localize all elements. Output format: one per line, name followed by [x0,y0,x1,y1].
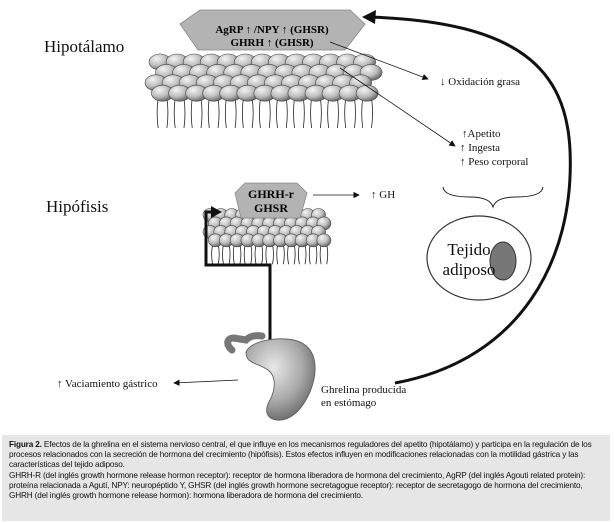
membrane-tail [304,244,307,265]
membrane-tail [166,97,169,129]
membrane-tail [217,97,220,129]
membrane-tail [272,244,274,265]
membrane-tail [293,97,295,129]
membrane-tail [239,244,242,265]
stomach-label: Ghrelina producida en estómago [321,384,406,410]
membrane-tail [315,244,318,265]
membrane-tail [308,244,311,265]
membrane-tail [211,244,214,265]
membrane-tail [224,97,227,129]
pituitary-receptor-line1: GHRH-r [248,187,295,201]
arrow-stomach-to-pituitary-head [211,206,222,218]
label-pituitary: Hipófisis [46,197,109,216]
hypothalamus-receptor-box [179,9,366,51]
effect-body-weight: ↑ Peso corporal [460,156,529,168]
membrane-tail [200,97,203,129]
stomach-label-line2: en estómago [321,397,377,409]
arrow-stomach-to-pituitary [204,210,272,340]
membrane-tail [287,244,289,265]
membrane-tail [232,244,235,265]
membrane-tail [293,244,296,265]
hypothalamus-membrane-cells [144,53,383,102]
effect-gastric-emptying: ↑ Vaciamiento gástrico [57,378,158,390]
effect-fat-oxidation: ↓ Oxidación grasa [440,76,521,88]
brace [442,186,544,209]
membrane-tail [265,244,268,265]
hypothalamus-receptor-line2: GHRH ↑ (GHSR) [230,37,313,49]
adipose-label-line1: Tejido [447,240,491,259]
curved-arrow-head [362,10,376,24]
caption-abbreviations: GHRH-R (del inglés growth hormone releas… [9,470,586,501]
caption-text: Efectos de la ghrelina en el sistema ner… [9,440,592,470]
pituitary-receptor-box [234,182,308,219]
membrane-tail [282,244,285,265]
membrane-tail [173,97,176,129]
label-hypothalamus: Hipotálamo [44,37,125,56]
membrane-tail [276,97,278,129]
effect-gh: ↑ GH [371,189,396,201]
membrane-tail [207,97,210,129]
caption-paragraph: Figura 2. Efectos de la ghrelina en el s… [9,440,603,471]
membrane-tail [327,97,330,129]
membrane-tail [251,97,254,129]
arrow-fat-oxidation [329,41,429,81]
membrane-cell [316,233,332,248]
membrane-tail [228,244,231,265]
arrow-appetite [339,67,456,147]
hypothalamus-receptor-line1: AgRP ↑ /NPY ↑ (GHSR) [215,24,329,36]
membrane-tail [261,244,264,265]
membrane-tail [344,97,347,129]
membrane-tail [354,97,356,129]
adipose-label-line2: adiposo [442,260,496,279]
figure-caption: Figura 2. Efectos de la ghrelina en el s… [2,435,610,521]
membrane-tail [190,97,193,129]
membrane-tail [183,97,186,129]
membrane-tail [250,244,253,265]
hypothalamus-membrane-tails [156,97,373,129]
arrow-gastric-emptying [173,379,239,386]
membrane-tail [254,244,257,265]
pituitary-receptor-line2: GHSR [254,201,288,215]
membrane-tail [241,97,244,129]
adipose-label: Tejido adiposo [432,240,506,280]
stomach-illustration [224,332,316,421]
membrane-tail [298,244,300,265]
membrane-tail [268,97,271,129]
caption-figure-label: Figura 2. [9,440,42,449]
membrane-cell [355,84,379,102]
membrane-tail [285,97,288,129]
membrane-tail [319,97,322,129]
curved-arrow-stomach-to-hypothalamus [369,15,572,385]
membrane-tail [371,97,373,129]
membrane-tail [326,244,329,265]
membrane-tail [337,97,339,129]
pituitary-membrane-tails [211,244,329,265]
ghrelin-diagram: AgRP ↑ /NPY ↑ (GHSR) GHRH ↑ (GHSR) GHRH-… [144,9,572,421]
membrane-tail [302,97,305,129]
effect-intake: ↑ Ingesta [460,142,501,154]
membrane-tail [361,97,364,129]
membrane-tail [310,97,312,129]
effect-appetite: ↑Apetito [462,128,501,140]
membrane-tail [319,244,322,265]
membrane-tail [259,97,261,129]
membrane-tail [276,244,279,265]
membrane-tail [234,97,237,129]
membrane-tail [217,244,220,265]
membrane-tail [156,97,159,129]
adipose-nucleus [489,241,517,281]
stomach-label-line1: Ghrelina producida [321,384,407,396]
membrane-tail [222,244,224,265]
membrane-tail [243,244,246,265]
